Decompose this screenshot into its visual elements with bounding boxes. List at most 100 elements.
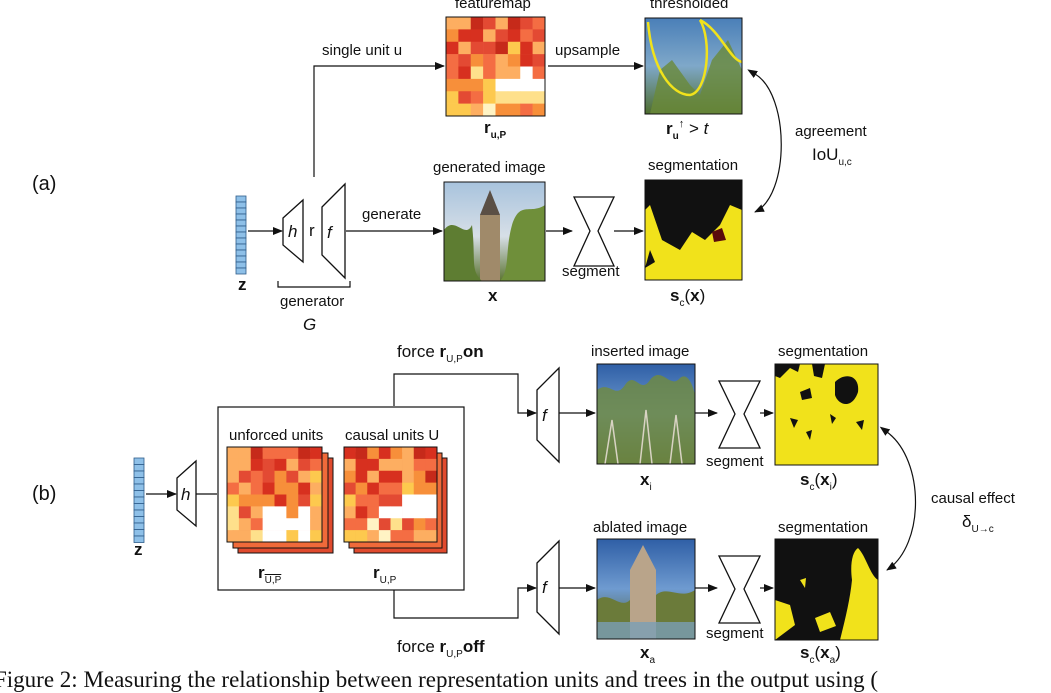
featuremap-cell [446,41,459,55]
generated-image [443,181,546,282]
unforced-heatmap-cell [310,470,323,483]
segmentation-title-b-bottom: segmentation [778,519,868,536]
unforced-heatmap-cell [286,518,299,531]
causal-heatmap-cell [378,506,391,519]
z-vector-cell [235,243,247,251]
thresholded-title: thresholded [650,0,728,12]
featuremap-cell [483,54,496,67]
z-vector-cell [235,195,247,203]
featuremap-cell [495,91,509,104]
unforced-heatmap-cell [286,482,299,495]
causal-heatmap-cell [378,447,391,460]
h-label-b: h [181,485,190,504]
unforced-heatmap-cell [238,458,252,472]
featuremap-cell [532,66,546,80]
causal-heatmap-cell [390,494,403,507]
f-label-b-bottom: f [542,578,549,597]
sc-x-label: sc(x) [670,286,705,309]
causal-heatmap-cell [425,506,438,519]
z-vector-cell [133,490,145,498]
causal-heatmap-cell [344,482,356,495]
force-on-arrow [393,373,537,417]
featuremap-cell [495,29,509,43]
unforced-heatmap-cell [250,518,263,531]
causal-heatmap-cell [402,494,415,507]
unforced-heatmap-cell [310,458,323,472]
unforced-heatmap-cell [262,506,275,519]
unforced-heatmap-cell [286,530,299,543]
z-vector-cell [235,225,247,233]
z-vector-cell [235,261,247,269]
causal-heatmap-cell [390,458,403,472]
featuremap-cell [458,54,472,67]
h-encoder-block-b [176,459,197,528]
causal-heatmap-cell [425,458,438,472]
causal-heatmap-cell [367,470,380,483]
featuremap-cell [483,91,496,104]
unforced-heatmap-cell [274,482,287,495]
featuremap-cell [446,66,459,80]
single-unit-label: single unit u [322,42,402,59]
iou-label: IoUu,c [812,145,852,168]
generator-bracket [277,281,351,288]
causal-heatmap-cell [390,518,403,531]
causal-heatmap-cell [413,482,426,495]
z-vector-cell [133,535,145,543]
featuremap-cell [495,17,509,30]
generator-label: generator [280,293,344,310]
causal-heatmap-cell [355,447,368,460]
featuremap-cell [520,29,533,43]
causal-heatmap-cell [355,494,368,507]
segment-label-b-bottom: segment [706,625,764,642]
featuremap-cell [495,41,509,55]
unforced-heatmap-cell [298,530,311,543]
causal-heatmap-cell [390,482,403,495]
r-u-threshold-label: ru↑ > t [666,118,710,142]
ablated-image-title: ablated image [593,519,687,536]
causal-heatmap-cell [344,447,356,460]
unforced-heatmap-cell [262,482,275,495]
featuremap-cell [446,78,459,92]
featuremap-cell [446,54,459,67]
unforced-heatmap-cell [298,458,311,472]
unforced-heatmap-cell [250,447,263,460]
causal-heatmap-cell [425,494,438,507]
z-label-b: z [134,540,143,559]
featuremap-cell [507,54,521,67]
unforced-heatmap-cell [298,470,311,483]
causal-heatmap-cell [425,447,438,460]
featuremap-cell [532,17,546,30]
featuremap-cell [470,41,484,55]
generate-label: generate [362,206,421,223]
featuremap-cell [507,66,521,80]
unforced-heatmap-cell [310,530,323,543]
unforced-heatmap-cell [310,506,323,519]
unforced-heatmap-cell [286,494,299,507]
z-vector-cell [235,201,247,209]
segmentation-map-a [644,179,743,281]
unforced-heatmap-cell [298,518,311,531]
unforced-heatmap-cell [298,494,311,507]
unforced-heatmap-cell [250,482,263,495]
unforced-heatmap-cell [238,494,252,507]
causal-heatmap-cell [413,458,426,472]
featuremap-cell [483,103,496,117]
unforced-heatmap-cell [262,447,275,460]
force-off-label: force rU,Poff [397,637,485,660]
causal-heatmap-cell [367,506,380,519]
sc-xi-label: sc(xi) [800,470,838,493]
featuremap-cell [507,91,521,104]
featuremap-cell [470,78,484,92]
x-label-a: x [488,286,498,305]
featuremap-title: featuremap [455,0,531,12]
causal-heatmap-cell [402,470,415,483]
segmenter-block-bottom [717,555,762,624]
causal-heatmap-cell-frame [343,446,438,543]
unforced-heatmap-cell [238,482,252,495]
featuremap-cell [520,54,533,67]
causal-heatmap-cell [413,530,426,543]
single-unit-arrow [313,62,445,177]
r-unforced-label: rU,P [258,563,282,586]
unforced-heatmap-cell [227,506,240,519]
unforced-heatmap-cell [238,506,252,519]
